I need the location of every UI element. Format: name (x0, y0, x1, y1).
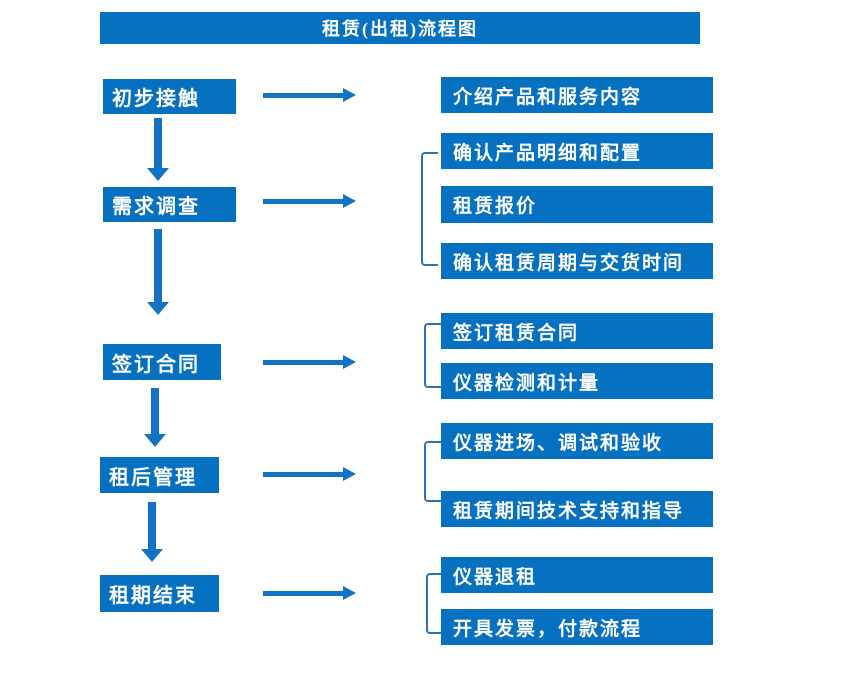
arrow-head (343, 88, 356, 102)
arrow-shaft (263, 93, 344, 98)
right-arrow-icon (263, 88, 356, 102)
down-arrow-icon (144, 388, 166, 447)
arrow-head (147, 168, 169, 181)
step-box-instrument-setup-acceptance: 仪器进场、调试和验收 (441, 423, 713, 459)
step-box-confirm-product-details: 确认产品明细和配置 (441, 133, 713, 169)
step-box-invoice-payment-process: 开具发票，付款流程 (441, 609, 713, 645)
arrow-shaft (263, 199, 344, 204)
step-box-technical-support-guidance: 租赁期间技术支持和指导 (441, 491, 713, 527)
arrow-head (147, 302, 169, 315)
flowchart-title: 租赁(出租)流程图 (100, 12, 700, 44)
right-arrow-icon (263, 355, 356, 369)
right-arrow-icon (263, 586, 356, 600)
stage-box-sign-contract: 签订合同 (103, 344, 221, 380)
step-box-confirm-rental-period-delivery: 确认租赁周期与交货时间 (441, 243, 713, 279)
arrow-head (343, 467, 356, 481)
stage-box-post-rental-management: 租后管理 (100, 457, 219, 493)
arrow-shaft (263, 360, 344, 365)
step-box-instrument-testing-metering: 仪器检测和计量 (441, 363, 713, 399)
group-bracket (424, 441, 441, 502)
step-box-rental-quotation: 租赁报价 (441, 186, 713, 223)
arrow-head (343, 586, 356, 600)
arrow-head (343, 355, 356, 369)
group-bracket (424, 323, 441, 388)
group-bracket (426, 573, 443, 634)
arrow-shaft (154, 118, 162, 169)
down-arrow-icon (147, 229, 169, 315)
arrow-head (141, 549, 163, 562)
arrow-shaft (148, 502, 156, 550)
step-box-instrument-return: 仪器退租 (441, 557, 713, 593)
arrow-head (343, 194, 356, 208)
step-box-sign-rental-contract: 签订租赁合同 (441, 313, 713, 349)
step-box-introduce-products-services: 介绍产品和服务内容 (441, 77, 713, 113)
down-arrow-icon (141, 502, 163, 562)
stage-box-demand-survey: 需求调查 (103, 187, 236, 222)
arrow-shaft (263, 591, 344, 596)
arrow-head (144, 434, 166, 447)
group-bracket (421, 152, 438, 266)
right-arrow-icon (263, 467, 356, 481)
arrow-shaft (154, 229, 162, 303)
arrow-shaft (151, 388, 159, 435)
stage-box-initial-contact: 初步接触 (103, 79, 236, 114)
stage-box-rental-end: 租期结束 (100, 575, 219, 612)
right-arrow-icon (263, 194, 356, 208)
arrow-shaft (263, 472, 344, 477)
down-arrow-icon (147, 118, 169, 181)
